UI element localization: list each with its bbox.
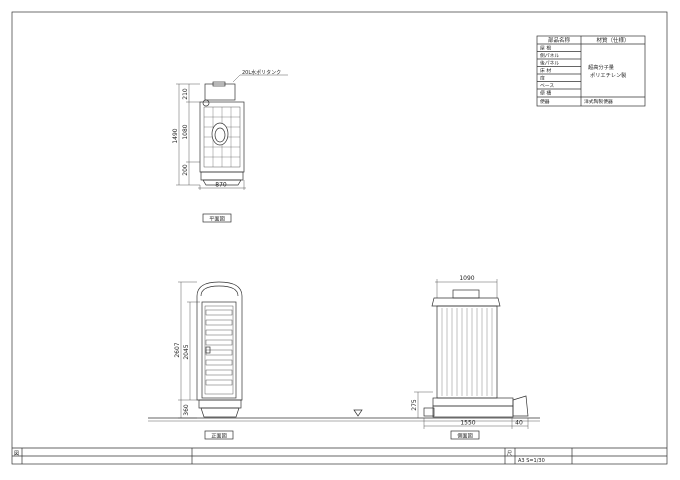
material-line-1: 超高分子量 xyxy=(588,63,614,71)
table-row-side-panel: 側パネル xyxy=(540,52,559,59)
side-caption: 側面図 xyxy=(457,432,473,440)
table-row-floor: 床 材 xyxy=(540,67,551,74)
plan-dim-bottom: 200 xyxy=(182,164,189,176)
plan-dim-width: 870 xyxy=(215,182,227,189)
plan-dim-mid: 1080 xyxy=(182,124,189,139)
side-dim-height: 275 xyxy=(411,399,418,411)
side-view xyxy=(414,279,529,440)
table-row-toilet: 便器 xyxy=(540,98,550,105)
side-dim-width: 1090 xyxy=(459,275,474,282)
table-row-base: ベース xyxy=(540,83,554,89)
plan-caption: 平面図 xyxy=(209,216,225,223)
front-caption: 正面図 xyxy=(211,433,227,440)
parts-table xyxy=(536,35,646,107)
ground-marker-icon xyxy=(353,409,363,417)
sheet-border xyxy=(11,11,668,465)
toilet-material: 洋式陶製便器 xyxy=(584,98,613,105)
table-row-door: 扉 xyxy=(540,75,545,82)
plan-dim-top: 210 xyxy=(182,88,189,100)
table-header-material: 材質（仕様） xyxy=(596,36,629,44)
front-dim-body: 2045 xyxy=(183,344,190,359)
side-dim-base-width: 1550 xyxy=(460,420,475,427)
plan-dim-depth-total: 1490 xyxy=(172,128,179,143)
front-dim-total: 2607 xyxy=(174,342,181,357)
title-block-scale: A3 S=1/30 xyxy=(518,458,545,464)
tank-label: 20L水ポリタンク xyxy=(242,69,281,76)
table-header-part: 部品名称 xyxy=(548,36,571,44)
front-dim-base: 360 xyxy=(183,404,190,416)
table-row-back-panel: 後パネル xyxy=(540,60,559,67)
front-view xyxy=(178,281,243,440)
table-row-roof: 屋 根 xyxy=(540,45,551,52)
side-dim-extra: 40 xyxy=(515,420,523,427)
title-block-scale-char: 尺 xyxy=(507,451,512,457)
table-row-tank: 便 槽 xyxy=(540,90,551,97)
title-block-char: 図 xyxy=(14,451,19,457)
material-line-2: ポリエチレン製 xyxy=(590,71,626,79)
plan-view xyxy=(176,74,288,223)
